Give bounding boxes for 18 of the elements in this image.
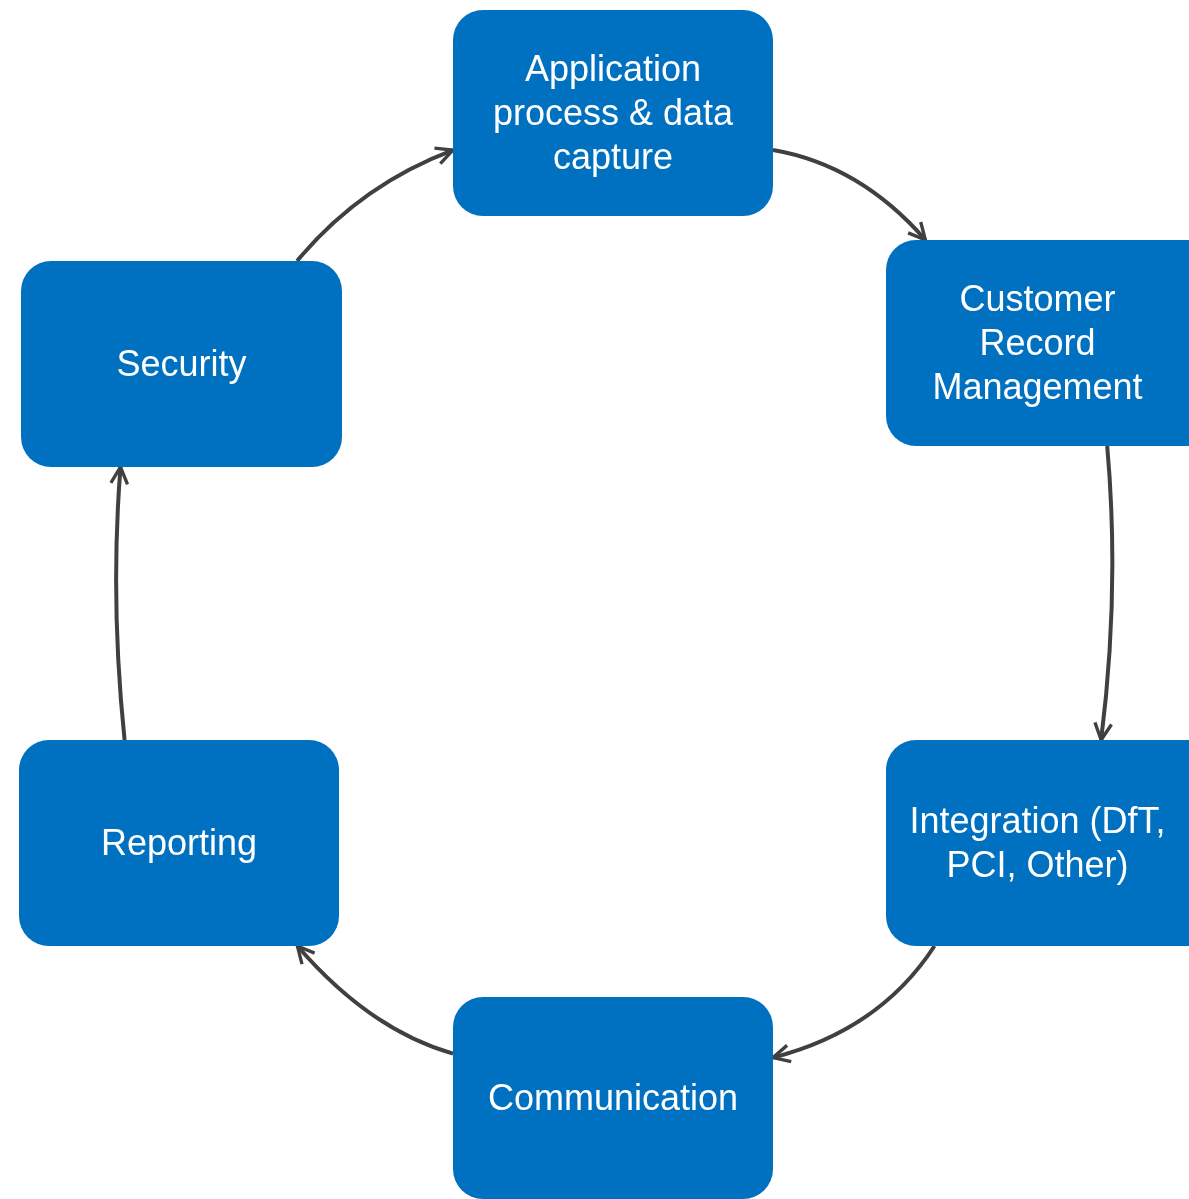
box-label: Reporting [100, 821, 258, 865]
box-label: Customer Record Management [931, 277, 1144, 409]
curved-arrow [1093, 445, 1115, 742]
box-label: Integration (DfT, PCI, Other) [908, 799, 1167, 887]
box-label: Application process & data capture [491, 47, 735, 179]
process-box [886, 740, 1189, 946]
curved-arrow [772, 148, 928, 242]
process-box [21, 261, 342, 467]
curved-arrow [771, 944, 937, 1063]
curved-arrow [295, 146, 455, 263]
box-label: Security [116, 342, 247, 386]
process-box [19, 740, 339, 946]
curved-arrow [295, 944, 454, 1056]
box-label: Communication [487, 1076, 739, 1120]
process-box [453, 997, 773, 1199]
process-box [453, 10, 773, 216]
curved-arrow [109, 465, 130, 741]
process-box [886, 240, 1189, 446]
